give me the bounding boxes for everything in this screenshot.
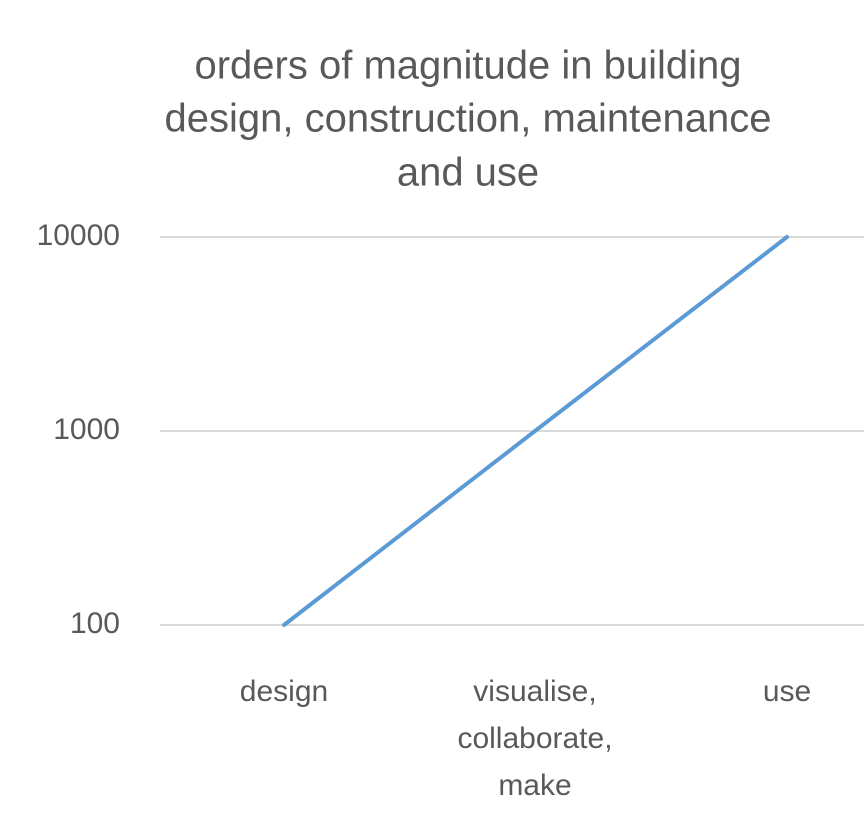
x-tick-label: collaborate, <box>457 722 612 755</box>
y-axis-tick-labels: 100 1000 10000 <box>37 219 120 640</box>
x-tick-label: visualise, <box>473 675 596 708</box>
x-tick-label: make <box>498 769 571 802</box>
chart-title: orders of magnitude in building design, c… <box>164 44 771 195</box>
series-line <box>282 235 789 627</box>
chart-title-line: design, construction, maintenance <box>164 97 771 141</box>
y-tick-label: 10000 <box>37 219 120 252</box>
chart-title-line: and use <box>397 151 539 195</box>
y-tick-label: 1000 <box>53 413 120 446</box>
gridlines <box>160 236 864 626</box>
chart-title-line: orders of magnitude in building <box>194 44 741 88</box>
x-tick-label: design <box>240 675 328 708</box>
series-group <box>282 235 789 627</box>
y-tick-label: 100 <box>70 607 120 640</box>
x-axis-tick-labels: design visualise, collaborate, make use <box>240 675 811 802</box>
x-tick-label: use <box>763 675 811 708</box>
